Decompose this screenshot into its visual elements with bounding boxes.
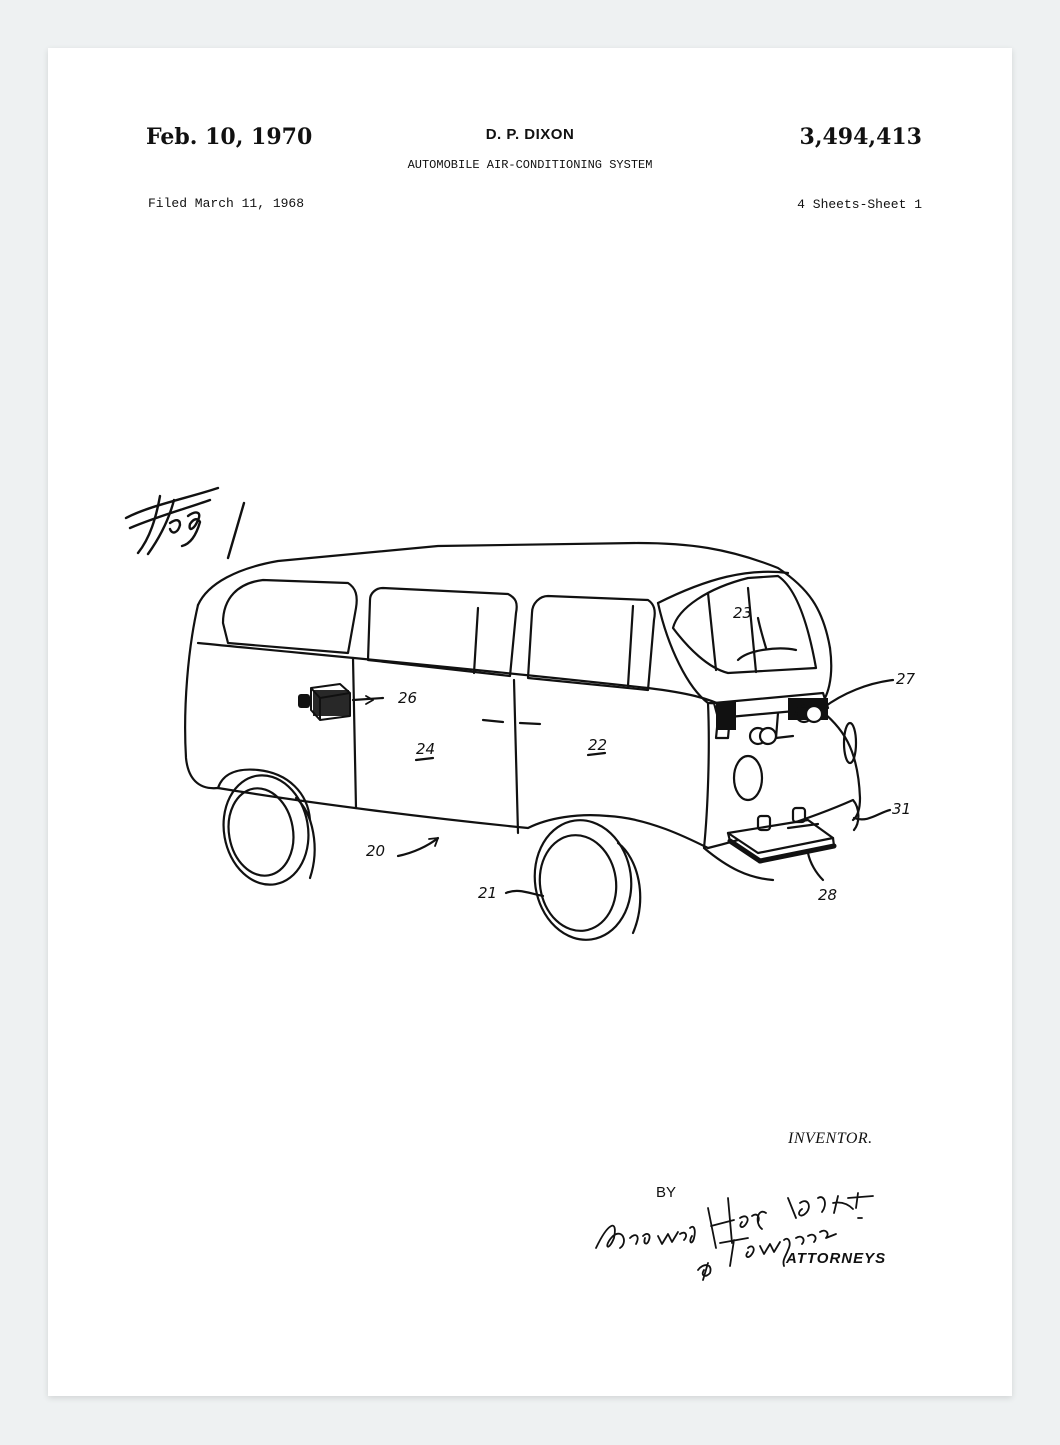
sheet-count: 4 Sheets-Sheet 1: [797, 197, 922, 212]
by-label: BY: [656, 1184, 677, 1201]
patent-sheet: Feb. 10, 1970 D. P. DIXON 3,494,413 AUTO…: [48, 48, 1012, 1396]
leader-23: [756, 616, 768, 650]
leader-27: [821, 678, 895, 710]
leader-31: [852, 808, 892, 821]
leader-28: [806, 851, 825, 882]
van-front-roof: [656, 570, 790, 605]
rear-wheel: [222, 774, 310, 886]
ref-24: 24: [416, 740, 435, 758]
van-door-seam-2: [512, 678, 520, 835]
steering-wheel: [736, 647, 798, 662]
van-rear-window: [221, 578, 358, 655]
attorney-signature: [595, 1192, 874, 1281]
figure-label-handwriting: [124, 486, 246, 560]
attorneys-label: ATTORNEYS: [786, 1250, 887, 1267]
inventor-name: D. P. DIXON: [485, 126, 575, 143]
van-sill: [216, 786, 610, 830]
van-front-lower: [702, 701, 775, 882]
ref-27: 27: [896, 670, 916, 688]
van-door-seam-1: [351, 656, 358, 810]
van-windshield: [671, 574, 818, 675]
van-front-side-window: [526, 594, 656, 692]
component-27-unit: [712, 691, 830, 746]
leader-21: [504, 889, 545, 898]
inventor-label: INVENTOR.: [788, 1130, 873, 1147]
patent-title: AUTOMOBILE AIR-CONDITIONING SYSTEM: [407, 158, 653, 172]
van-door-handle-2: [518, 721, 542, 726]
van-door-handle-1: [481, 718, 505, 724]
van-rear-outline: [184, 603, 220, 790]
patent-number: 3,494,413: [799, 124, 922, 150]
ref-22: 22: [588, 736, 607, 754]
headlight-left: [732, 754, 764, 802]
ref-20: 20: [366, 842, 385, 860]
leader-20: [396, 836, 440, 858]
leader-26: [351, 696, 385, 702]
van-middle-window: [366, 586, 518, 678]
ref-31: 31: [892, 800, 911, 818]
van-drawing: 26 23 27 24 22 31 20 21 28: [124, 486, 916, 1281]
patent-date: Feb. 10, 1970: [146, 124, 313, 150]
headlight-right: [842, 721, 858, 765]
ref-23: 23: [733, 604, 752, 622]
ref-28: 28: [818, 886, 837, 904]
van-roof: [196, 541, 832, 650]
front-wheel: [533, 819, 633, 941]
filed-date: Filed March 11, 1968: [148, 196, 305, 211]
ref-26: 26: [398, 689, 417, 707]
component-28-tray: [726, 806, 837, 864]
ref-21: 21: [478, 884, 497, 902]
